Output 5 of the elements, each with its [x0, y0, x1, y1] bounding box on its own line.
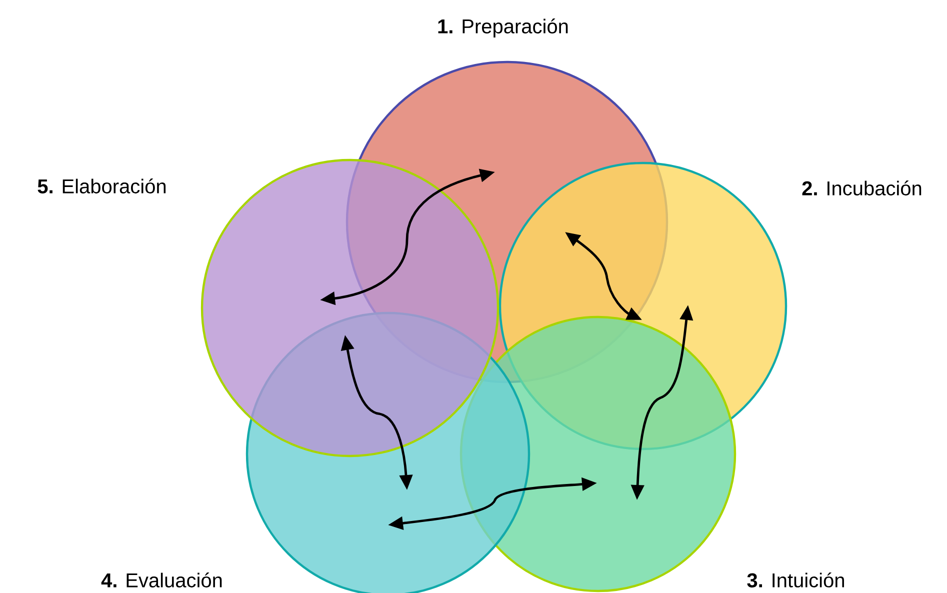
step-label: 3. Intuición: [747, 572, 844, 588]
step-label: 1. Preparación: [438, 18, 568, 38]
step-label: 2. Incubación: [802, 180, 922, 196]
step-label: 4. Evaluación: [101, 572, 222, 588]
step-label: 5. Elaboración: [38, 178, 166, 194]
